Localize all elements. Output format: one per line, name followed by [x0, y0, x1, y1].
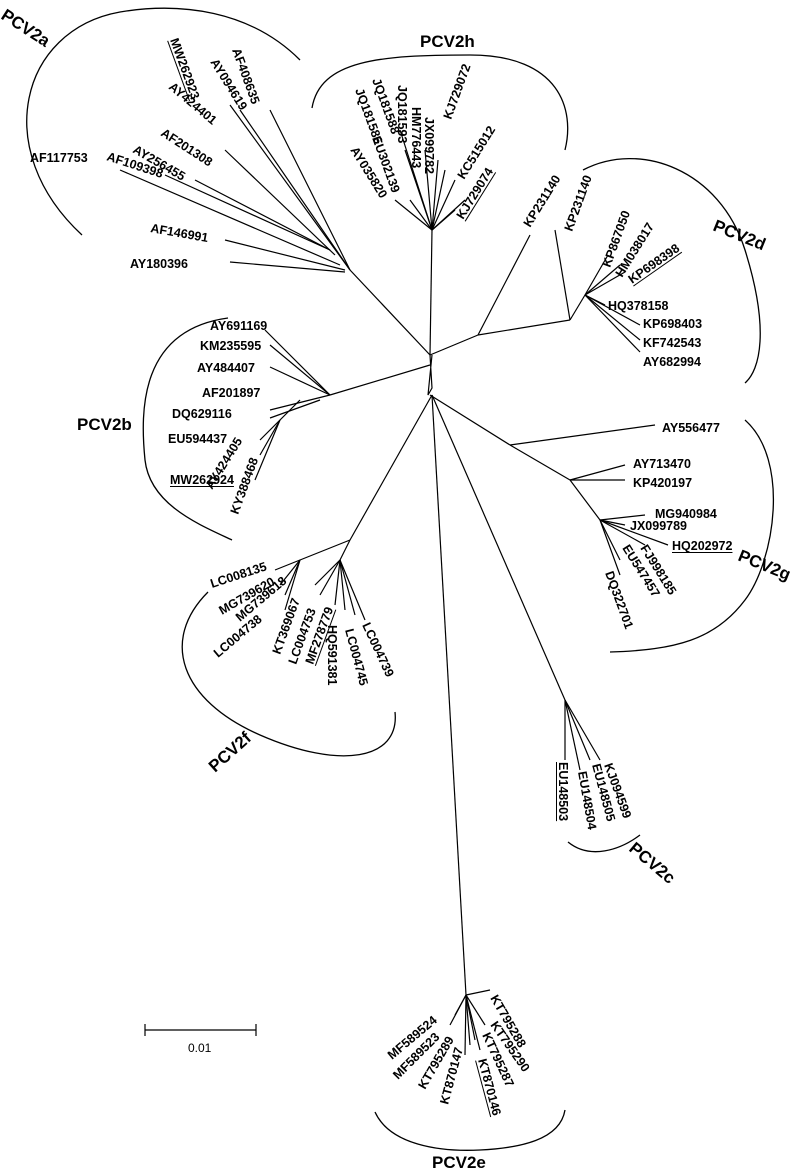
bracket-pcv2d	[582, 157, 761, 384]
leaf-label: KP420197	[633, 476, 692, 490]
scale-bar-label: 0.01	[188, 1041, 212, 1055]
underline-mark	[314, 609, 337, 667]
leaf-label: AF201897	[202, 386, 260, 400]
leaf-label: AF117753	[30, 151, 88, 165]
clade-label-pcv2h: PCV2h	[420, 32, 475, 51]
leaf-label: MW262924	[170, 473, 234, 487]
bracket-pcv2h	[311, 54, 569, 151]
underline-mark	[475, 1060, 492, 1118]
leaf-label: KP231140	[521, 173, 564, 230]
underline-mark	[464, 172, 497, 222]
leaf-label: KP231140	[562, 173, 595, 233]
leaf-label: KP698403	[643, 317, 702, 331]
bracket-pcv2e	[374, 1109, 566, 1151]
highlight-underlines	[167, 40, 733, 1118]
clade-label-pcv2g: PCV2g	[736, 546, 794, 584]
clade-label-pcv2e: PCV2e	[432, 1153, 486, 1172]
leaf-label: AY713470	[633, 457, 691, 471]
leaf-label: JX099782	[422, 117, 436, 174]
clade-label-pcv2b: PCV2b	[77, 415, 132, 434]
leaf-label: HQ202972	[672, 539, 733, 553]
scale-bar: 0.01	[144, 1024, 257, 1055]
clade-label-pcv2d: PCV2d	[711, 216, 769, 254]
leaf-label: KJ729072	[441, 62, 474, 121]
leaf-labels: MW262923 AF408635 AY094619 AY424401 AF20…	[30, 36, 733, 1117]
underline-mark	[633, 251, 683, 287]
leaf-label: DQ322701	[602, 569, 636, 631]
underline-mark	[167, 40, 190, 102]
clade-brackets	[26, 7, 775, 1151]
leaf-label: AY484407	[197, 361, 255, 375]
bracket-pcv2g	[609, 419, 775, 653]
leaf-label: JQ181593	[395, 85, 409, 143]
leaf-label: AY180396	[130, 257, 188, 271]
leaf-label: AF146991	[149, 221, 209, 245]
clade-label-pcv2f: PCV2f	[205, 728, 255, 776]
leaf-label: MG940984	[655, 507, 717, 521]
leaf-label: EU148503	[556, 762, 570, 821]
leaf-label: AY682994	[643, 355, 701, 369]
bracket-pcv2a	[26, 7, 301, 236]
tree-branches	[119, 104, 669, 1056]
leaf-label: KF742543	[643, 336, 701, 350]
leaf-label: KM235595	[200, 339, 261, 353]
leaf-label: AY556477	[662, 421, 720, 435]
leaf-label: HQ378158	[608, 299, 669, 313]
leaf-label: HQ591381	[325, 625, 339, 686]
leaf-label: EU594437	[168, 432, 227, 446]
bracket-pcv2c	[567, 834, 641, 853]
bracket-pcv2b	[142, 317, 233, 541]
leaf-label: AY691169	[210, 319, 267, 333]
leaf-label: DQ629116	[172, 407, 232, 421]
clade-label-pcv2c: PCV2c	[625, 839, 678, 888]
leaf-label: JX099789	[630, 519, 687, 533]
bracket-pcv2f	[181, 591, 396, 757]
clade-label-pcv2a: PCV2a	[0, 5, 54, 51]
leaf-label: HM776443	[409, 107, 423, 168]
